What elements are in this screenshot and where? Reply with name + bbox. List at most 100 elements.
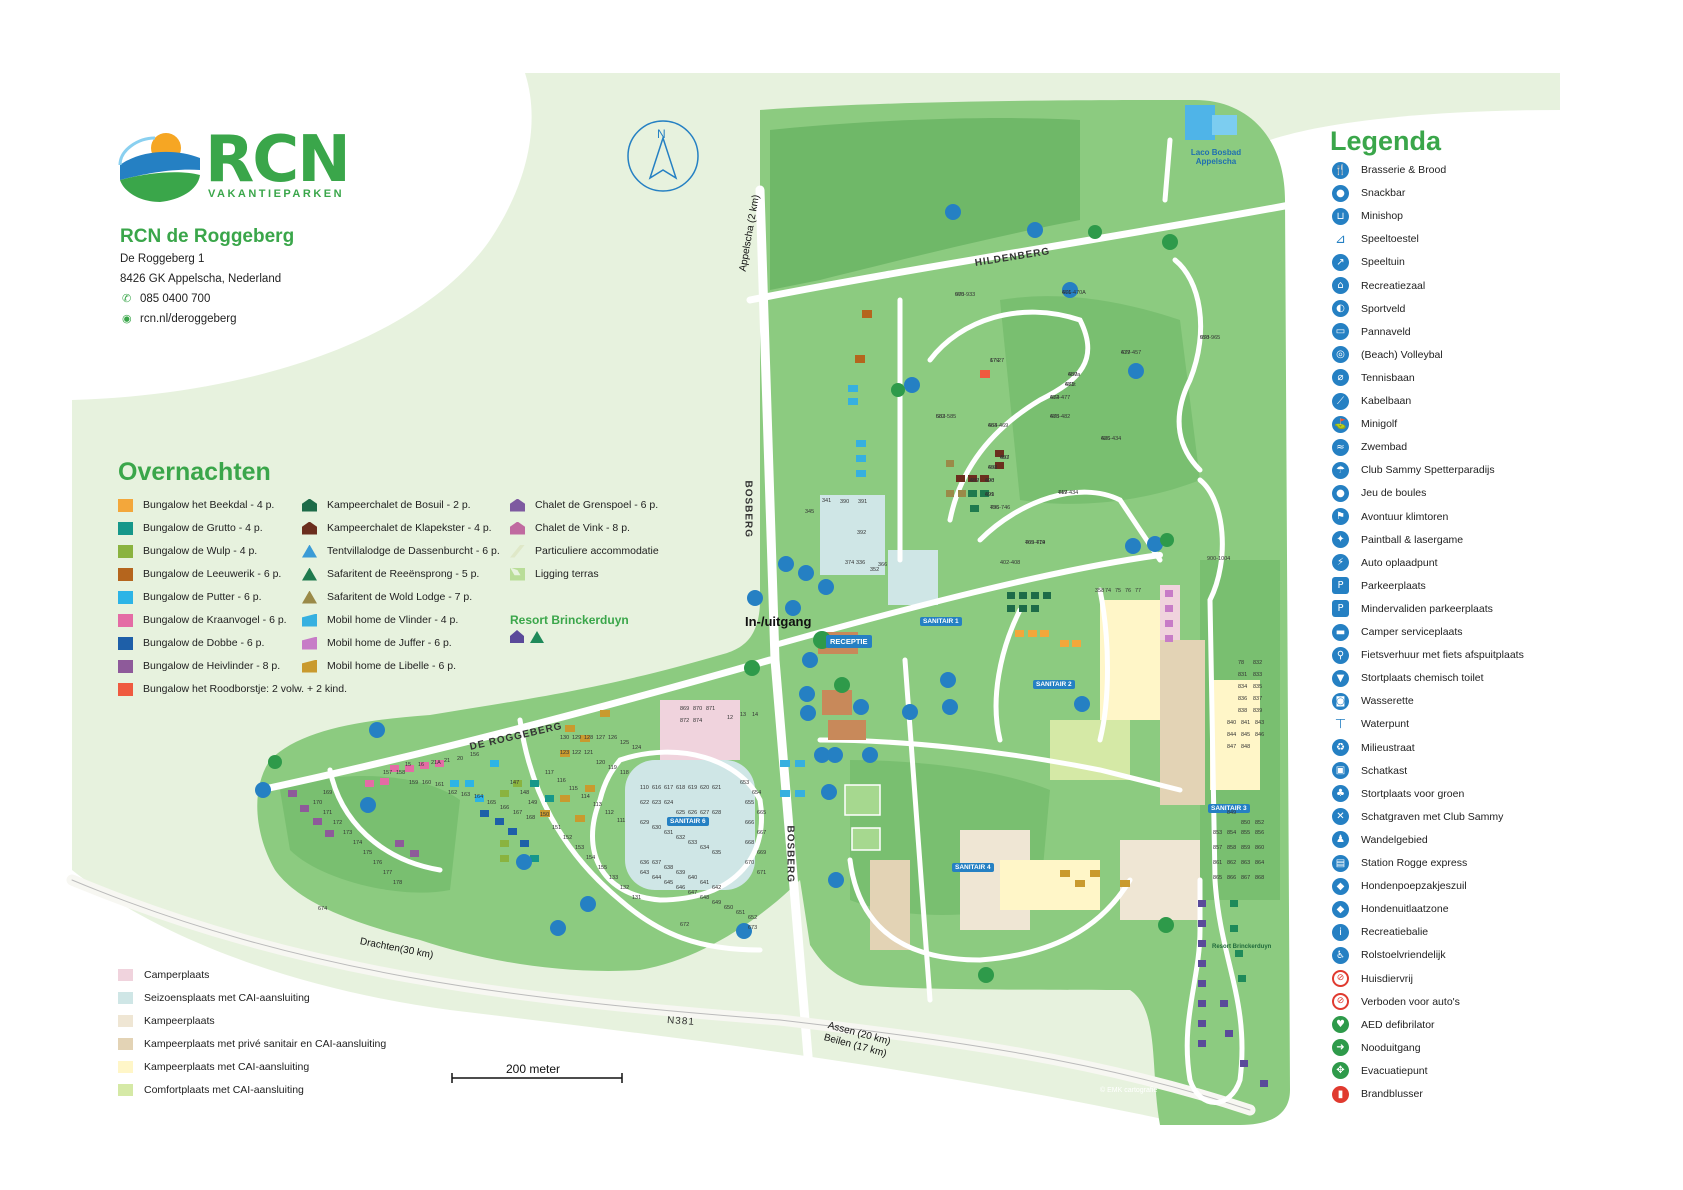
lot-number: 178 <box>393 880 403 886</box>
legend-item: ◆Hondenuitlaatzone <box>1332 899 1449 919</box>
lot-number: 160 <box>422 780 432 786</box>
overnachten-item: Bungalow de Leeuwerik - 6 p. <box>118 566 281 582</box>
lot-number: 336 <box>856 560 866 566</box>
lot-number: 680 <box>1068 372 1078 378</box>
legend-item: ⌀Tennisbaan <box>1332 368 1415 388</box>
lot-number: 874 <box>693 718 703 724</box>
legend-item-label: (Beach) Volleybal <box>1361 348 1443 361</box>
lot-number: 492 <box>988 465 998 471</box>
lot-number: 162 <box>448 790 458 796</box>
lot-number: 129 <box>572 735 582 741</box>
scale-label: 200 meter <box>506 1062 561 1076</box>
lot-number: 868 <box>1255 875 1265 881</box>
overnachten-item-label: Bungalow de Grutto - 4 p. <box>143 522 263 534</box>
lot-number: 155 <box>598 865 608 871</box>
lot-number: 846 <box>1255 732 1265 738</box>
overnachten-item-label: Bungalow de Leeuwerik - 6 p. <box>143 568 282 580</box>
lot-number: 166 <box>500 805 510 811</box>
legend-item-label: Zwembad <box>1361 441 1408 454</box>
lot-number: 831 <box>1238 672 1248 678</box>
pitch-label: Camperplaats <box>144 969 210 981</box>
lot-number: 582-585 <box>936 414 957 420</box>
compass-n: N <box>657 127 666 141</box>
park-city: 8426 GK Appelscha, Nederland <box>120 273 282 285</box>
zipline-icon: ⟋ <box>1332 392 1349 410</box>
brand-subtitle: VAKANTIEPARKEN <box>208 188 345 200</box>
lot-number: 345 <box>805 509 815 515</box>
lot-number: 125 <box>620 740 630 746</box>
lot-number: 843 <box>1255 720 1265 726</box>
lot-number: 832 <box>1253 660 1263 666</box>
lot-number: 177 <box>383 870 393 876</box>
legend-swatch <box>510 521 525 535</box>
legend-swatch <box>302 498 317 512</box>
legend-swatch <box>118 544 133 558</box>
lot-number: 654 <box>752 790 762 796</box>
lot-number: 840 <box>1227 720 1237 726</box>
lot-number: 352 <box>870 567 880 573</box>
lot-number: 638 <box>664 865 674 871</box>
lot-number: 499 <box>985 492 995 498</box>
map-facility-icons <box>255 204 1178 983</box>
road-label-n381: N381 <box>666 1015 696 1028</box>
lot-number: 124 <box>632 745 642 751</box>
lot-number: 358 <box>1095 588 1105 594</box>
park-name: RCN de Roggeberg <box>120 226 295 247</box>
lot-number: 646 <box>676 885 686 891</box>
lot-number: 639 <box>676 870 686 876</box>
lot-number: 861 <box>1213 860 1223 866</box>
minigolf-icon: ⛳ <box>1332 415 1349 433</box>
legend-item-label: Schatgraven met Club Sammy <box>1361 810 1504 823</box>
lot-number: 900-933 <box>955 292 976 298</box>
lot-number: 631 <box>664 830 674 836</box>
pitch-area-cai <box>1100 600 1160 720</box>
lot-number: 111 <box>617 818 626 824</box>
pitch-legend-item: Kampeerplaats <box>118 1013 215 1029</box>
legend-item: ♻Milieustraat <box>1332 738 1415 758</box>
lot-number: 856 <box>1255 830 1265 836</box>
lot-number: 168 <box>526 815 536 821</box>
legend-item-label: Snackbar <box>1361 187 1406 200</box>
pitch-swatch <box>118 1084 133 1096</box>
lot-number: 474-477 <box>1050 395 1071 401</box>
lot-number: 165 <box>487 800 497 806</box>
lot-number: 457a <box>1068 372 1081 378</box>
lot-number: 12 <box>727 715 734 721</box>
lot-number: 128 <box>584 735 594 741</box>
pitch-area-seasonal <box>888 550 938 605</box>
park-website[interactable]: rcn.nl/deroggeberg <box>140 313 237 325</box>
legend-item-label: Wandelgebied <box>1361 833 1428 846</box>
lot-number: 15 <box>405 762 412 768</box>
lot-number: 847 <box>1227 744 1237 750</box>
lot-number: 496 <box>990 505 1000 511</box>
legend-item-label: Minishop <box>1361 210 1404 223</box>
lot-number: 852 <box>1255 820 1265 826</box>
legend-item-label: Nooduitgang <box>1361 1041 1421 1054</box>
lot-number: 626 <box>688 810 698 816</box>
lot-number: 123 <box>560 750 570 756</box>
lot-number: 623 <box>652 800 662 806</box>
legend-item-label: Hondenpoepzakjeszuil <box>1361 880 1467 893</box>
lot-number: 636 <box>640 860 650 866</box>
legend-item: ◐Sportveld <box>1332 299 1405 319</box>
lot-number: 497 <box>970 478 980 484</box>
legend-item: ⚑Avontuur klimtoren <box>1332 507 1448 527</box>
legend-item: ⊘Huisdiervrij <box>1332 969 1413 989</box>
no-pets-icon: ⊘ <box>1332 970 1349 987</box>
lot-number: 493 <box>1000 455 1010 461</box>
lot-number: 670 <box>745 860 755 866</box>
legend-item: ◙Wasserette <box>1332 691 1414 711</box>
overnachten-title: Overnachten <box>118 458 271 486</box>
lot-number: 174 <box>353 840 363 846</box>
park-phone[interactable]: 085 0400 700 <box>140 293 211 305</box>
lot-number: 839 <box>1253 708 1263 714</box>
rcn-logo-emblem <box>118 133 200 202</box>
lot-number: 835 <box>1253 684 1263 690</box>
hall-icon: ⌂ <box>1332 277 1349 294</box>
lot-number: 645 <box>664 880 674 886</box>
lot-number: 640 <box>688 875 698 881</box>
legend-item-label: Verboden voor auto's <box>1361 995 1460 1008</box>
legend-item: ☂Club Sammy Spetterparadijs <box>1332 460 1495 480</box>
lot-number: 16 <box>418 762 425 768</box>
